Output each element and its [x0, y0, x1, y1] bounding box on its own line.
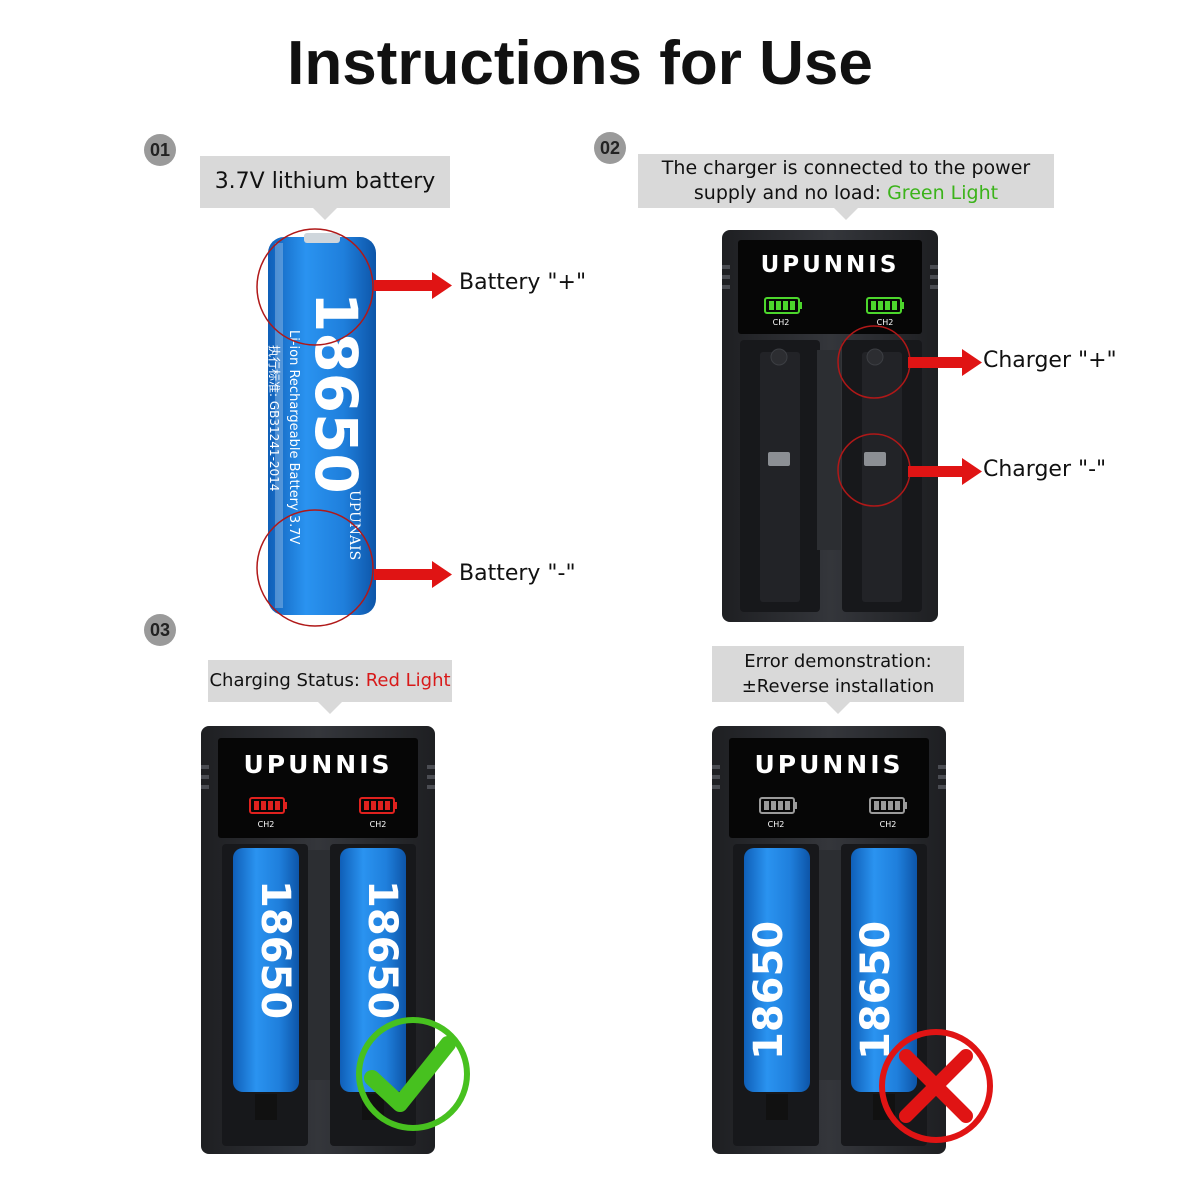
battery-spec-text: Li-ion Rechargeable Battery 3.7V — [286, 330, 301, 545]
empty-charger: UPUNNIS CH2 CH2 — [722, 230, 938, 622]
error-line1: Error demonstration: — [744, 651, 932, 672]
green-light-text: Green Light — [887, 182, 999, 204]
battery-illustration: 18650 Li-ion Rechargeable Battery 3.7V 执… — [267, 233, 376, 615]
battery-model-text: 18650 — [746, 921, 792, 1060]
battery-model-text: 18650 — [359, 880, 405, 1019]
channel-label: CH2 — [768, 820, 785, 829]
battery-minus-label: Battery "-" — [459, 561, 576, 586]
error-callout: Error demonstration: ±Reverse installati… — [712, 646, 964, 714]
page-title: Instructions for Use — [287, 29, 873, 98]
battery-type-callout: 3.7V lithium battery — [200, 156, 450, 220]
battery-model-text: 18650 — [252, 880, 298, 1019]
arrow-right-icon — [908, 458, 982, 485]
charger-plus-label: Charger "+" — [983, 348, 1117, 373]
power-status-line2: supply and no load: — [693, 182, 888, 204]
power-status-callout: The charger is connected to the power su… — [638, 154, 1054, 220]
battery-plus-label: Battery "+" — [459, 270, 587, 295]
red-light-text: Red Light — [365, 670, 451, 691]
check-icon — [356, 1017, 470, 1131]
charging-status-callout: Charging Status: Red Light — [208, 660, 452, 714]
battery-type-text: 3.7V lithium battery — [214, 169, 436, 194]
charger-brand-text: UPUNNIS — [243, 750, 392, 779]
battery-model-text: 18650 — [302, 292, 370, 494]
channel-label: CH2 — [877, 318, 894, 327]
battery-minus-highlight — [256, 509, 374, 627]
step-marker-2: 02 — [594, 132, 626, 164]
channel-label: CH2 — [370, 820, 387, 829]
channel-label: CH2 — [773, 318, 790, 327]
charger-reversed: UPUNNIS CH2 CH2 18650 18650 — [712, 726, 946, 1154]
charger-brand-text: UPUNNIS — [761, 252, 900, 278]
arrow-right-icon — [374, 561, 452, 588]
charger-brand-text: UPUNNIS — [754, 750, 903, 779]
battery-model-text: 18650 — [853, 921, 899, 1060]
channel-label: CH2 — [880, 820, 897, 829]
power-status-line1: The charger is connected to the power — [661, 157, 1031, 179]
arrow-right-icon — [374, 272, 452, 299]
step-marker-1: 01 — [144, 134, 176, 166]
cross-icon — [879, 1029, 993, 1143]
error-line2: ±Reverse installation — [741, 676, 935, 697]
step-marker-3: 03 — [144, 614, 176, 646]
charger-correct: UPUNNIS CH2 CH2 18650 18650 — [201, 726, 435, 1154]
charger-minus-label: Charger "-" — [983, 457, 1107, 482]
channel-label: CH2 — [258, 820, 275, 829]
charging-status-label: Charging Status: — [209, 670, 366, 691]
arrow-right-icon — [908, 349, 982, 376]
battery-standard-text: 执行标准: GB31241-2014 — [267, 345, 281, 491]
battery-plus-highlight — [256, 228, 374, 346]
